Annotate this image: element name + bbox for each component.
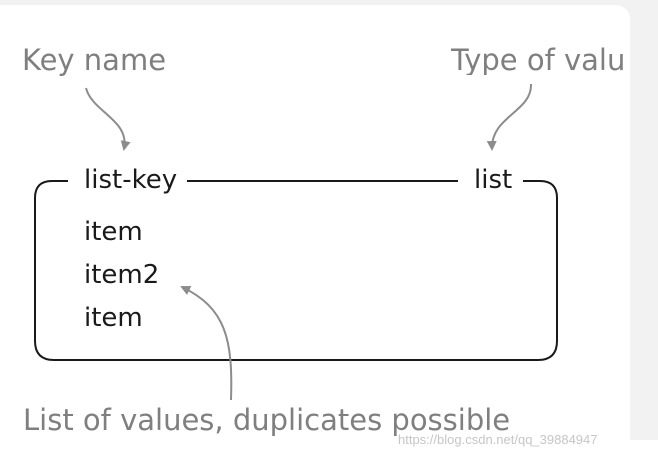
caption-background: [0, 440, 658, 459]
list-of-values-callout: List of values, duplicates possible: [23, 403, 511, 437]
list-box-border: [34, 180, 558, 361]
list-of-values-arrow: [180, 285, 233, 401]
key-name-callout: Key name: [22, 43, 167, 77]
list-item: item2: [84, 260, 160, 290]
key-name-arrow: [85, 87, 131, 151]
watermark: https://blog.csdn.net/qq_39884947: [398, 432, 598, 447]
type-of-value-arrow: [486, 83, 533, 151]
list-item: item: [84, 217, 143, 247]
key-label: list-key: [84, 165, 178, 195]
type-label: list: [474, 165, 513, 195]
list-item: item: [84, 303, 143, 333]
type-of-value-callout: Type of value: [451, 46, 623, 75]
diagram-card: [0, 5, 630, 445]
